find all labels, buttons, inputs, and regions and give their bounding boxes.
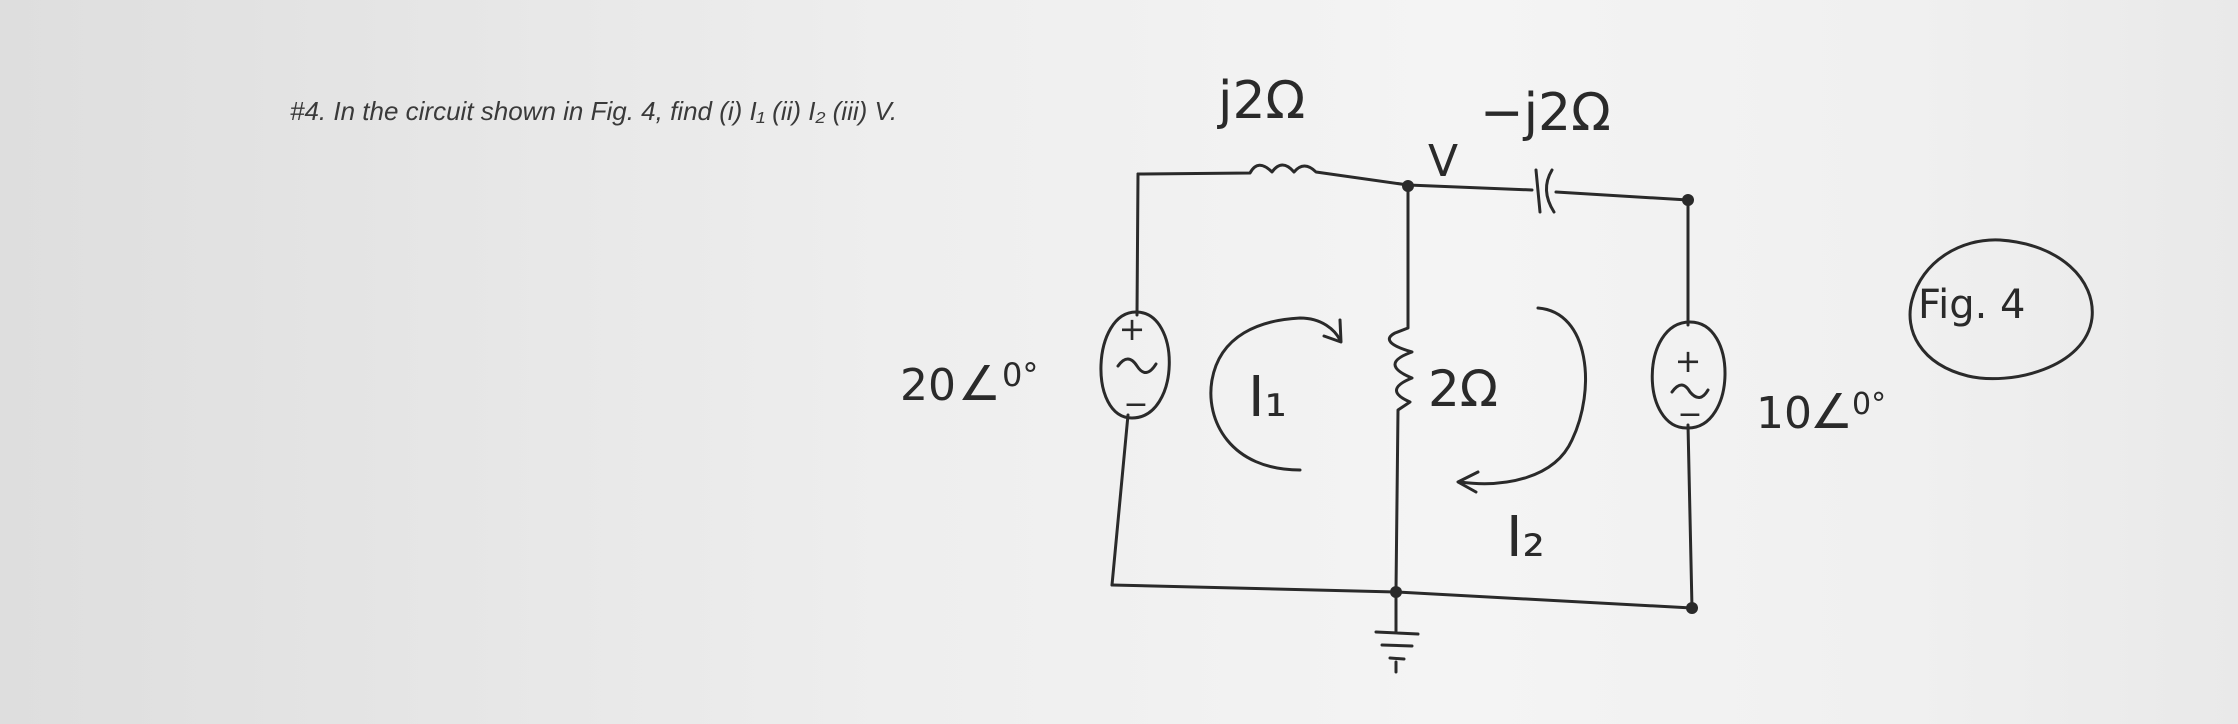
left-source-magnitude: 20 bbox=[900, 360, 956, 411]
right-source-circle bbox=[1650, 320, 1727, 430]
left-source-tilde bbox=[1116, 357, 1158, 374]
mesh1-arrowhead bbox=[1322, 318, 1343, 344]
right-wire bbox=[1686, 198, 1694, 610]
right-source-tilde bbox=[1670, 383, 1710, 399]
middle-branch-wire bbox=[1387, 183, 1414, 592]
left-source-angle-symbol: ∠ bbox=[958, 356, 1001, 412]
right-source-angle-symbol: ∠ bbox=[1810, 384, 1853, 440]
right-source-angle: 0° bbox=[1852, 387, 1886, 422]
top-wire-right-end bbox=[1554, 190, 1690, 202]
figure-label-circle bbox=[1908, 238, 2094, 381]
bottom-wire bbox=[1110, 583, 1694, 610]
node-v-label: V bbox=[1428, 136, 1458, 187]
capacitor-label: −j2Ω bbox=[1480, 83, 1611, 143]
capacitor-symbol bbox=[1534, 168, 1556, 214]
top-right-dot bbox=[1682, 194, 1694, 206]
right-source-plus: + bbox=[1675, 342, 1702, 380]
node-v-dot bbox=[1402, 180, 1414, 192]
problem-statement: #4. In the circuit shown in Fig. 4, find… bbox=[290, 96, 898, 126]
figure-label: Fig. 4 bbox=[1918, 282, 2025, 328]
left-source-value: 20 ∠ 0° bbox=[900, 356, 1038, 412]
bottom-right-dot bbox=[1686, 602, 1698, 614]
mesh2-arrowhead bbox=[1456, 470, 1480, 494]
right-source-magnitude: 10 bbox=[1756, 388, 1812, 439]
right-source-value: 10 ∠ 0° bbox=[1756, 384, 1886, 440]
right-source-minus: − bbox=[1677, 397, 1702, 432]
bottom-middle-dot bbox=[1390, 586, 1402, 598]
left-source-minus: − bbox=[1123, 387, 1148, 422]
left-wire bbox=[1110, 172, 1140, 587]
top-wire-right bbox=[1406, 183, 1534, 192]
left-source-circle bbox=[1099, 310, 1171, 420]
mesh1-label: I₁ bbox=[1248, 365, 1287, 430]
resistor-label: 2Ω bbox=[1428, 360, 1498, 418]
left-source-angle: 0° bbox=[1002, 356, 1038, 394]
mesh1-arrow bbox=[1209, 316, 1342, 472]
inductor-label: j2Ω bbox=[1217, 71, 1305, 131]
left-source-plus: + bbox=[1119, 310, 1146, 348]
mesh2-arrow bbox=[1458, 306, 1588, 486]
mesh2-label: I₂ bbox=[1506, 505, 1545, 570]
ground-symbol bbox=[1374, 590, 1420, 674]
top-wire-left bbox=[1136, 163, 1410, 187]
